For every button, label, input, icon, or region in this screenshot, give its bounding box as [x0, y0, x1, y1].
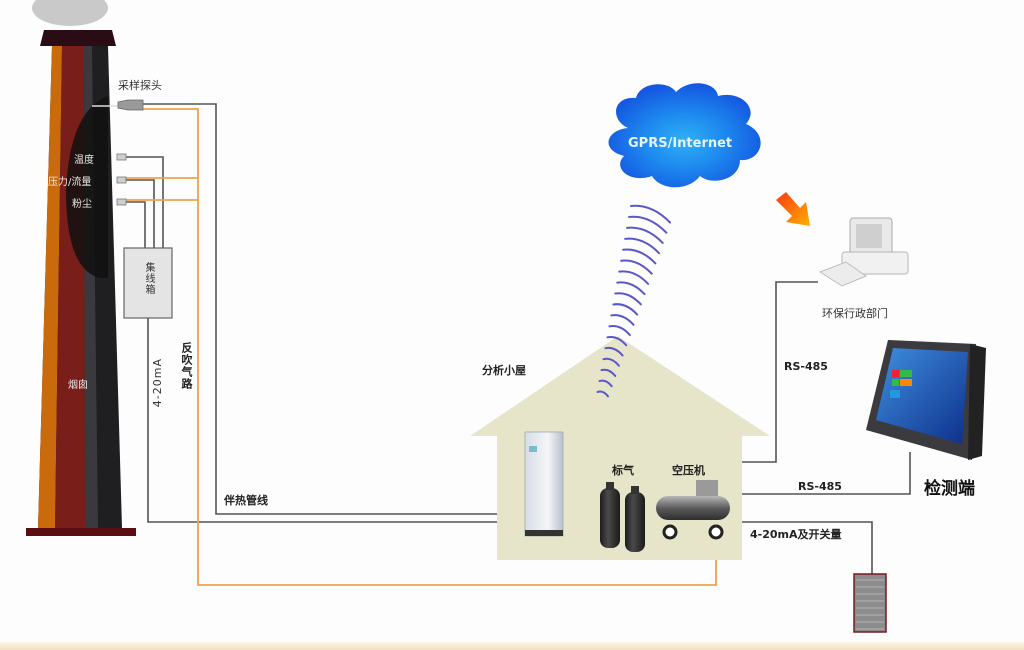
wave-arc — [596, 390, 609, 398]
sampling-probe-icon — [92, 99, 144, 111]
field-io-unit-icon — [853, 573, 887, 633]
signal-line-label: 4-20mA — [151, 358, 164, 408]
wave-arc — [614, 292, 642, 306]
smoke-plume — [32, 0, 108, 26]
rs485-upper-label: RS-485 — [784, 360, 828, 373]
wave-arc — [598, 379, 613, 388]
analyzer-cabinet-icon — [524, 431, 564, 537]
rs485-lower-label: RS-485 — [798, 480, 842, 493]
monitor-label: 检测端 — [924, 479, 975, 499]
wave-arc — [624, 237, 661, 255]
sensor-connectors — [116, 153, 127, 206]
junction-box — [123, 247, 173, 319]
probe-label: 采样探头 — [118, 79, 162, 92]
gprs-cloud — [608, 83, 761, 188]
wave-arc — [604, 346, 624, 357]
backblow-lines — [126, 108, 717, 586]
wave-arc — [626, 226, 664, 244]
rs485-line-lower — [742, 452, 911, 495]
chimney — [26, 30, 136, 536]
heat-trace-label: 伴热管线 — [224, 494, 268, 507]
wave-arc — [618, 270, 650, 285]
cloud-label: GPRS/Internet — [628, 136, 733, 151]
wave-arc — [628, 215, 668, 234]
monitor-panel-icon — [866, 340, 986, 460]
wave-arc — [606, 335, 628, 347]
chimney-label: 烟囱 — [68, 380, 88, 391]
wave-arc — [612, 303, 639, 316]
rs485-line-upper — [742, 281, 818, 463]
wave-arc — [608, 325, 631, 337]
wave-arc — [620, 259, 653, 275]
sensor-wiring — [126, 103, 512, 523]
shelter-label: 分析小屋 — [482, 364, 526, 377]
gas-cylinders-icon — [600, 482, 645, 552]
footer-strip — [0, 642, 1024, 650]
air-compressor-label: 空压机 — [672, 464, 705, 477]
wireless-waves — [596, 204, 671, 398]
wave-arc — [602, 357, 620, 367]
air-compressor-icon — [656, 480, 730, 540]
wave-arc — [630, 204, 671, 224]
gas-cylinders-label: 标气 — [612, 464, 634, 477]
junction-box-label: 集线箱 — [143, 262, 154, 295]
wave-arc — [600, 368, 617, 377]
sensor-dust-label: 粉尘 — [72, 199, 92, 210]
analog-switch-label: 4-20mA及开关量 — [750, 528, 842, 541]
analog-line — [742, 521, 873, 574]
sensor-temperature-label: 温度 — [74, 155, 94, 166]
wave-arc — [622, 248, 657, 265]
arrow-icon — [776, 192, 810, 226]
backblow-line-label: 反吹气路 — [180, 342, 193, 390]
wave-arc — [616, 281, 646, 296]
epa-department-label: 环保行政部门 — [822, 307, 888, 320]
computer-icon — [818, 217, 909, 287]
sensor-pressure-flow-label: 压力/流量 — [48, 177, 92, 188]
wave-arc — [610, 314, 635, 326]
